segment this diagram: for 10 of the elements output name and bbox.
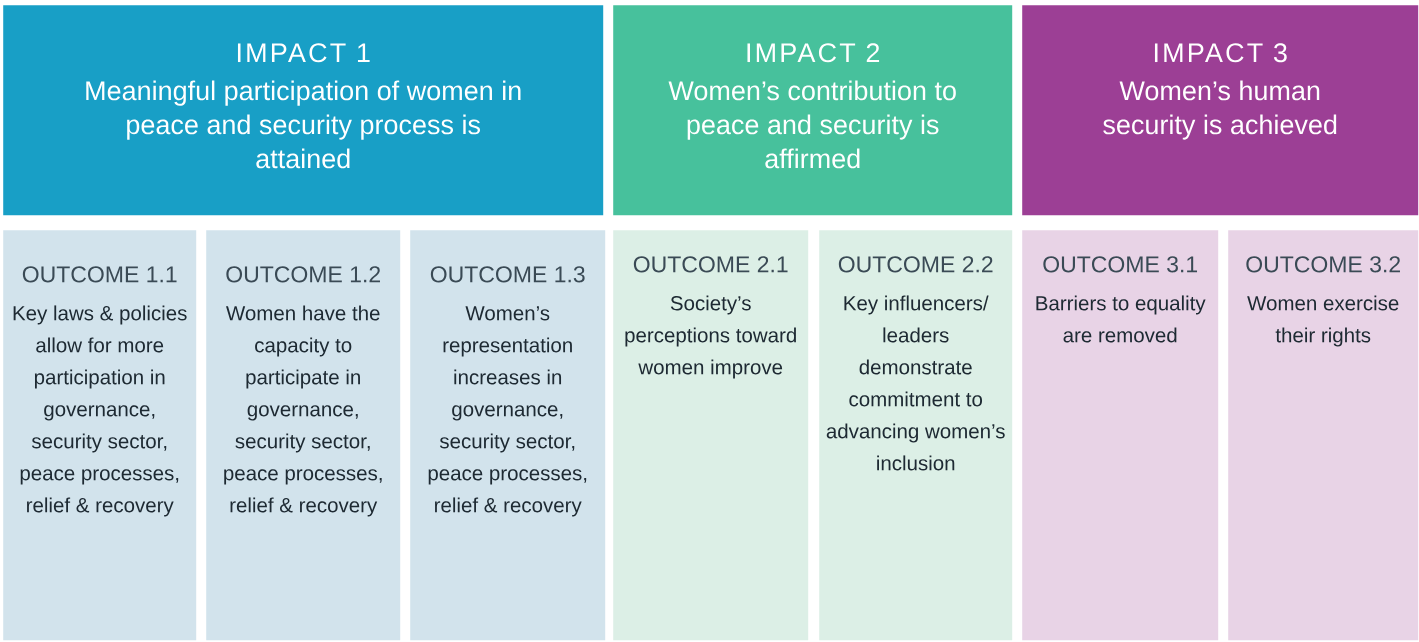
outcome-box: OUTCOME 1.1 Key laws & policies allow for more participation in governance, security sector, peace processes, relief & recovery [3,230,197,641]
outcome-box: OUTCOME 3.2 Women exercise their rights [1228,230,1419,641]
outcome-box: OUTCOME 2.1 Society’s perceptions toward women improve [613,230,809,641]
impact-box: IMPACT 2 Women’s contribution to peace and security is affirmed [613,5,1013,216]
outcome-box: OUTCOME 2.2 Key influencers/ leaders demonstrate commitment to advancing women’s inclusion [819,230,1013,641]
outcome-box: OUTCOME 3.1 Barriers to equality are removed [1022,230,1219,641]
impact-box: IMPACT 1 Meaningful participation of women in peace and security process is attained [3,5,604,216]
impact-box: IMPACT 3 Women’s human security is achieved [1022,5,1419,216]
outcome-box: OUTCOME 1.2 Women have the capacity to participate in governance, security sector, peace processes, relief & recovery [206,230,401,641]
outcome-box: OUTCOME 1.3 Women’s representation increases in governance, security sector, peace processes, relief & recovery [410,230,606,641]
